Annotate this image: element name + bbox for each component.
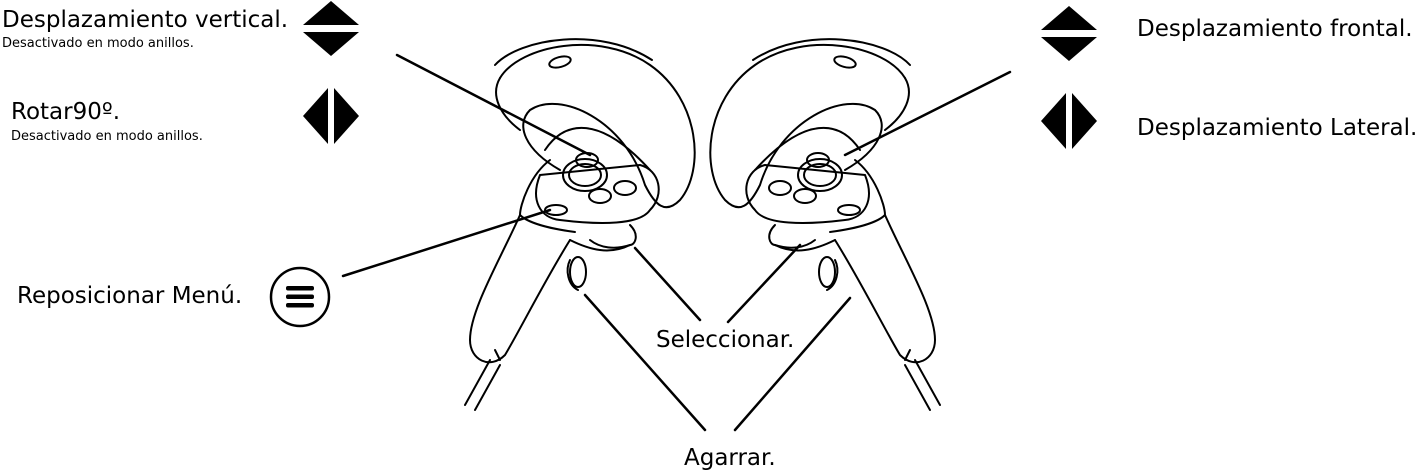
- leader-select-right: [726, 243, 802, 324]
- left-controller: [464, 38, 696, 411]
- grab-label: Agarrar.: [684, 445, 776, 471]
- frontal-label: Desplazamiento frontal.: [1137, 16, 1413, 42]
- leader-menu: [341, 208, 552, 278]
- menu-icon: [269, 266, 331, 328]
- left-right-arrows-icon: [303, 88, 359, 144]
- up-down-arrows-icon: [1041, 6, 1097, 61]
- vertical-note: Desactivado en modo anillos.: [2, 36, 194, 51]
- rotate-note: Desactivado en modo anillos.: [11, 129, 203, 144]
- rotate-title: Rotar90º.: [11, 99, 121, 125]
- select-label: Seleccionar.: [656, 327, 795, 353]
- leader-frontal: [843, 70, 1012, 157]
- leader-select-left: [633, 246, 702, 322]
- right-controller: [709, 38, 941, 411]
- up-down-arrows-icon: [303, 1, 359, 56]
- left-right-arrows-icon: [1041, 93, 1097, 149]
- leader-grab-right: [733, 296, 852, 432]
- vertical-title: Desplazamiento vertical.: [2, 7, 289, 33]
- leader-vertical: [395, 53, 592, 157]
- menu-label: Reposicionar Menú.: [17, 283, 243, 309]
- lateral-label: Desplazamiento Lateral.: [1137, 115, 1418, 141]
- leader-grab-left: [583, 293, 707, 432]
